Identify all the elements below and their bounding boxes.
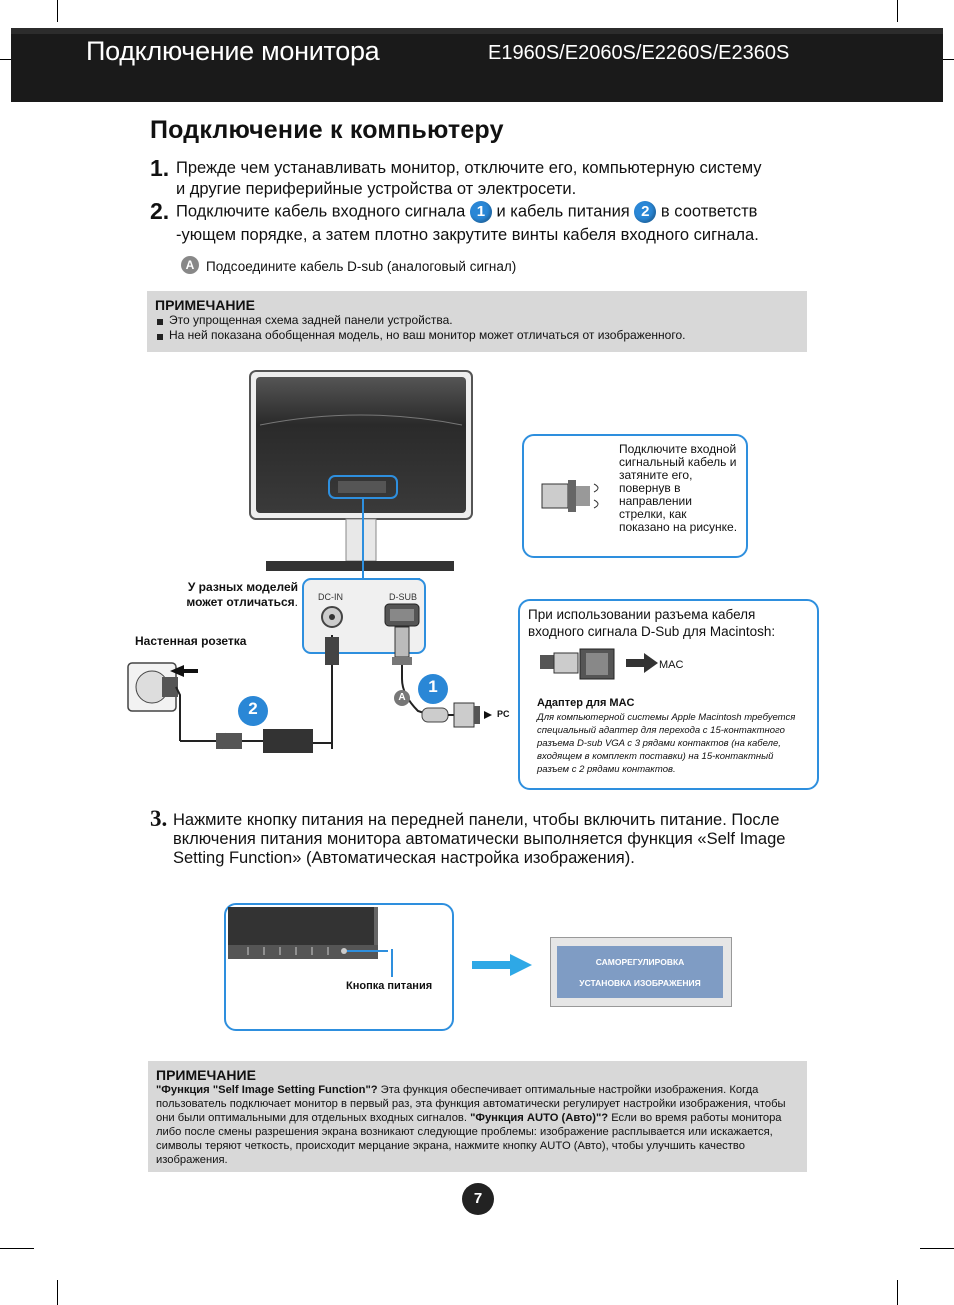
diagram-badge-2: 2 <box>248 699 258 718</box>
note-2-text-2: Если во время работы монитора либо после… <box>156 1112 782 1166</box>
models-vary-line1: У разных моделей <box>187 580 298 594</box>
power-button-label: Кнопка питания <box>346 980 433 992</box>
step-2-number: 2. <box>150 198 170 224</box>
step-3-number: 3. <box>150 806 168 831</box>
mac-adapter-heading: Адаптер для MAC <box>537 697 635 709</box>
dsub-connector-icon <box>541 480 599 512</box>
step-2-text-a: Подключите кабель входного сигнала <box>176 202 466 221</box>
osd-message: САМОРЕГУЛИРОВКА УСТАНОВКА ИЗОБРАЖЕНИЯ <box>557 946 723 998</box>
badge-a-icon: A <box>181 256 199 274</box>
step-3-line1: Нажмите кнопку питания на передней панел… <box>173 811 780 829</box>
note-2-question-2: "Функция AUTO (Авто)"? <box>470 1112 609 1124</box>
osd-screen: САМОРЕГУЛИРОВКА УСТАНОВКА ИЗОБРАЖЕНИЯ <box>550 937 732 1007</box>
page-number: 7 <box>462 1183 494 1215</box>
step-3-line3: Setting Function» (Автоматическая настро… <box>173 849 635 867</box>
tighten-callout: Подключите входной сигнальный кабель и з… <box>522 434 748 558</box>
models-vary-line2: может отличаться <box>186 595 295 609</box>
pointer-line <box>391 949 393 977</box>
header-bar <box>11 28 943 102</box>
arrow-right-icon <box>472 954 532 976</box>
mac-label: MAC <box>659 659 684 671</box>
mac-adapter-text: Для компьютерной системы Apple Macintosh… <box>537 712 796 775</box>
crop-mark <box>57 1280 58 1305</box>
note-2-text-1: Эта функция обеспечивает оптимальные нас… <box>156 1084 786 1124</box>
tighten-text: Подключите входной сигнальный кабель и з… <box>619 442 738 534</box>
wall-socket-label: Настенная розетка <box>135 634 247 648</box>
step-1-line2: и другие периферийные устройства от элек… <box>176 180 577 198</box>
diagram-badge-1: 1 <box>428 677 438 696</box>
note-1-item: На ней показана обобщенная модель, но ва… <box>155 328 799 343</box>
step-2-text: Подключите кабель входного сигнала 1 и к… <box>176 201 759 245</box>
step-1-text: Прежде чем устанавливать монитор, отключ… <box>176 159 762 199</box>
badge-2-icon: 2 <box>634 201 657 223</box>
note-2-heading: ПРИМЕЧАНИЕ <box>156 1067 256 1083</box>
step-2-text-b: и кабель питания <box>496 202 630 221</box>
note-box-2: ПРИМЕЧАНИЕ "Функция "Self Image Setting … <box>148 1061 807 1172</box>
badge-1-icon: 1 <box>469 201 492 223</box>
step-2-text-c: в соответств <box>660 202 758 221</box>
step-1-line1: Прежде чем устанавливать монитор, отключ… <box>176 159 762 177</box>
diagram-badge-a: A <box>398 692 406 703</box>
mac-adapter-icon <box>540 648 658 680</box>
step-3-text: Нажмите кнопку питания на передней панел… <box>173 811 785 868</box>
crop-mark <box>57 0 58 22</box>
step-1-number: 1. <box>150 155 170 181</box>
models-vary-dot: . <box>294 595 298 609</box>
monitor-front-icon <box>228 907 388 959</box>
crop-mark <box>897 1280 898 1305</box>
crop-mark <box>0 1248 34 1249</box>
crop-mark <box>920 1248 954 1249</box>
page-header-title: Подключение монитора <box>86 36 380 66</box>
connection-diagram <box>127 370 492 753</box>
note-1-item: Это упрощенная схема задней панели устро… <box>155 313 799 328</box>
model-numbers: E1960S/E2060S/E2260S/E2360S <box>488 42 790 64</box>
osd-line1: САМОРЕГУЛИРОВКА <box>595 957 685 967</box>
port-dsub-label: D-SUB <box>389 592 418 602</box>
power-button-callout: Кнопка питания <box>224 903 454 1031</box>
note-2-question-1: "Функция "Self Image Setting Function"? <box>156 1084 378 1096</box>
note-1-heading: ПРИМЕЧАНИЕ <box>155 297 255 313</box>
note-box-1: ПРИМЕЧАНИЕ Это упрощенная схема задней п… <box>147 291 807 352</box>
mac-callout-title: При использовании разъема кабеля входног… <box>528 607 776 639</box>
models-vary-note: У разных моделей может отличаться. <box>150 580 298 610</box>
step-2-line2: -ующем порядке, а затем плотно закрутите… <box>176 226 759 244</box>
section-title: Подключение к компьютеру <box>150 116 504 144</box>
step-3-line2: включения питания монитора автоматически… <box>173 830 786 848</box>
pc-label: PC <box>497 709 510 719</box>
mac-callout: При использовании разъема кабеля входног… <box>518 599 819 790</box>
crop-mark <box>897 0 898 22</box>
sub-a-text: Подсоедините кабель D-sub (аналоговый си… <box>206 259 517 274</box>
port-dcin-label: DC-IN <box>318 592 343 602</box>
osd-line2: УСТАНОВКА ИЗОБРАЖЕНИЯ <box>579 978 701 988</box>
